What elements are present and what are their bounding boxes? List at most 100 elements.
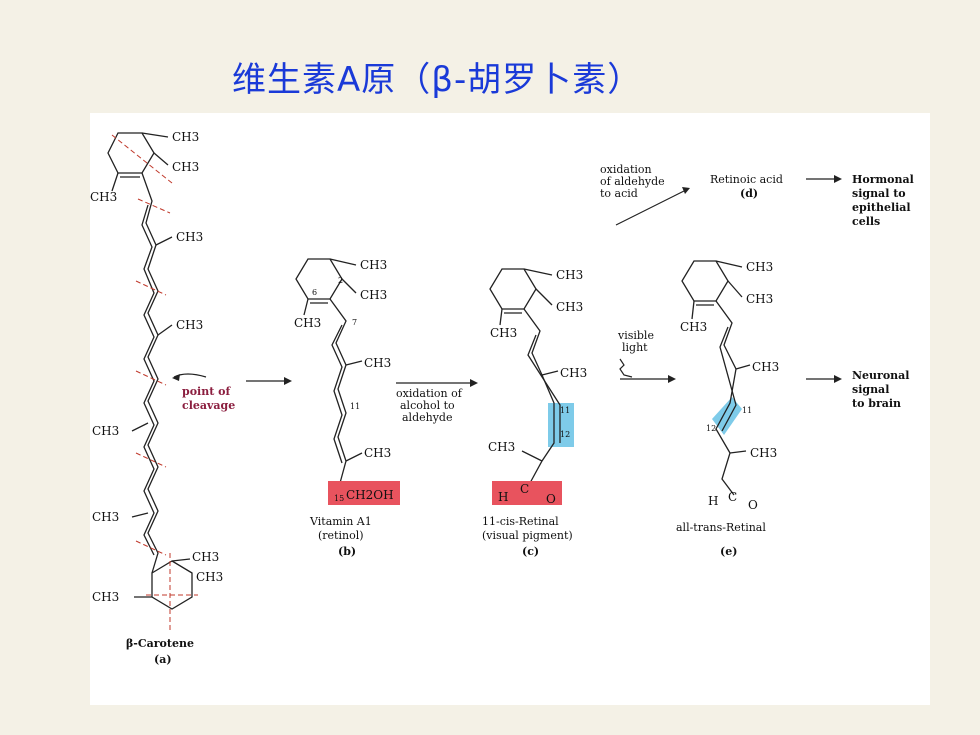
- label-a: (a): [154, 653, 172, 666]
- bond: [535, 288, 553, 306]
- carotene-ch3-7: CH3: [92, 510, 119, 524]
- cleavage-line: [111, 134, 173, 184]
- bond: [523, 268, 553, 276]
- visible-light-line1: visible: [617, 329, 654, 342]
- label-d: (d): [740, 187, 758, 200]
- bond: [729, 450, 747, 454]
- trans-o-atom: O: [748, 498, 758, 512]
- trans-number-11: 11: [742, 406, 752, 415]
- chain-number-11: 11: [350, 402, 360, 411]
- retinol-ch3-1: CH3: [360, 258, 387, 272]
- retinal-pathway-diagram: CH3 CH3 CH3 CH3 CH3 CH3 CH3 CH3 CH3 CH3 …: [90, 130, 914, 666]
- retinol-ch3-4: CH3: [364, 356, 391, 370]
- bond: [345, 452, 363, 462]
- point-of-cleavage-line1: point of: [182, 385, 231, 398]
- arrow-head: [834, 375, 842, 383]
- trans-ch3-1: CH3: [746, 260, 773, 274]
- cis-ch3-3: CH3: [490, 326, 517, 340]
- cis-c-atom: C: [520, 482, 529, 496]
- cis-ch3-4: CH3: [560, 366, 587, 380]
- neuronal-line2: signal: [852, 383, 889, 396]
- retinol-ch3-2: CH3: [360, 288, 387, 302]
- point-of-cleavage-line2: cleavage: [182, 399, 235, 412]
- chain-number-15: 15: [334, 494, 344, 503]
- trans-retinal-chain: [715, 300, 737, 496]
- bond: [153, 152, 169, 166]
- oxidation-alcohol-line1: oxidation of: [396, 387, 463, 400]
- carotene-ch3-1: CH3: [172, 130, 199, 144]
- cis-ch3-2: CH3: [556, 300, 583, 314]
- bond: [171, 560, 193, 574]
- aldehyde-highlight: [492, 481, 562, 505]
- slide-title: 维生素A原（β-胡罗卜素）: [232, 60, 643, 100]
- retinoic-acid-branch: oxidation of aldehyde to acid Retinoic a…: [600, 163, 914, 228]
- trans-name: all-trans-Retinal: [676, 521, 766, 534]
- trans-ch3-3: CH3: [680, 320, 707, 334]
- label-b: (b): [338, 545, 356, 558]
- cleavage-line: [137, 198, 171, 214]
- oxidation-alcohol-step: oxidation of alcohol to aldehyde: [396, 379, 478, 424]
- bond: [131, 512, 149, 518]
- trans-c-atom: C: [728, 490, 737, 504]
- cis-o-atom: O: [546, 492, 556, 506]
- hormonal-line4: cells: [852, 215, 880, 228]
- arrow-to-retinoic-acid: [615, 188, 689, 226]
- carotene-ch3-2: CH3: [172, 160, 199, 174]
- trans-number-12: 12: [706, 424, 716, 433]
- ch2oh-highlight: [328, 481, 400, 505]
- cleavage-line: [135, 280, 167, 296]
- arrow-head: [470, 379, 478, 387]
- retinol-structure: CH3 CH3 CH3 CH3 CH3 6 2 7 11 15 CH2OH Vi…: [294, 258, 400, 558]
- diagram-panel: CH3 CH3 CH3 CH3 CH3 CH3 CH3 CH3 CH3 CH3 …: [90, 113, 930, 705]
- vitamin-sub: (retinol): [318, 529, 364, 542]
- retinol-chain-double: [331, 324, 343, 464]
- vitamin-name: Vitamin A1: [309, 515, 372, 528]
- visible-light-line2: light: [622, 341, 648, 354]
- cis-retinal-structure: CH3 CH3 CH3 CH3 CH3 11 12 H C O 11-cis-R…: [482, 268, 587, 558]
- cis-number-12: 12: [560, 430, 570, 439]
- trans-ch3-4: CH3: [752, 360, 779, 374]
- bond: [157, 324, 173, 336]
- beta-carotene-structure: CH3 CH3 CH3 CH3 CH3 CH3 CH3 CH3 CH3 CH3 …: [90, 130, 292, 666]
- bond: [131, 422, 149, 432]
- neuronal-line3: to brain: [852, 397, 901, 410]
- cis-ch3-5: CH3: [488, 440, 515, 454]
- trans-retinal-ring: [681, 260, 729, 302]
- arrow-head: [284, 377, 292, 385]
- oxidation-aldehyde-line2: of aldehyde: [600, 175, 665, 188]
- cis-ch3-1: CH3: [556, 268, 583, 282]
- arrow-head: [834, 175, 842, 183]
- bond: [345, 360, 363, 366]
- bond: [171, 558, 191, 562]
- chain-number-7: 7: [352, 318, 357, 327]
- ch2oh-group: CH2OH: [346, 488, 394, 502]
- neuronal-branch: Neuronal signal to brain: [806, 369, 910, 410]
- oxidation-alcohol-line3: aldehyde: [402, 411, 452, 424]
- cis-h-atom: H: [498, 490, 508, 504]
- label-c: (c): [522, 545, 539, 558]
- arrow-head: [668, 375, 676, 383]
- visible-light-step: visible light: [617, 329, 676, 383]
- retinoic-acid: Retinoic acid: [710, 173, 783, 186]
- oxidation-aldehyde-line3: to acid: [600, 187, 638, 200]
- cis-bond-highlight: [548, 403, 574, 447]
- retinol-ch3-3: CH3: [294, 316, 321, 330]
- bond: [141, 132, 169, 138]
- cis-retinal-chain-double: [527, 334, 561, 443]
- carotene-ch3-6: CH3: [92, 424, 119, 438]
- retinol-ring: [295, 258, 343, 300]
- bond: [691, 300, 695, 320]
- hormonal-line2: signal to: [852, 187, 906, 200]
- arrow-head: [682, 187, 690, 194]
- bond: [727, 280, 743, 298]
- bond: [155, 236, 173, 246]
- cis-sub: (visual pigment): [482, 529, 573, 542]
- retinol-chain: [329, 298, 347, 484]
- bond: [735, 364, 751, 370]
- trans-retinal-structure: CH3 CH3 CH3 CH3 CH3 11 12 H C O all-tran…: [676, 260, 779, 558]
- trans-ch3-5: CH3: [750, 446, 777, 460]
- ring-number-6: 6: [312, 288, 317, 297]
- carotene-name: β-Carotene: [126, 637, 194, 650]
- bond: [541, 370, 559, 376]
- bond: [521, 450, 543, 462]
